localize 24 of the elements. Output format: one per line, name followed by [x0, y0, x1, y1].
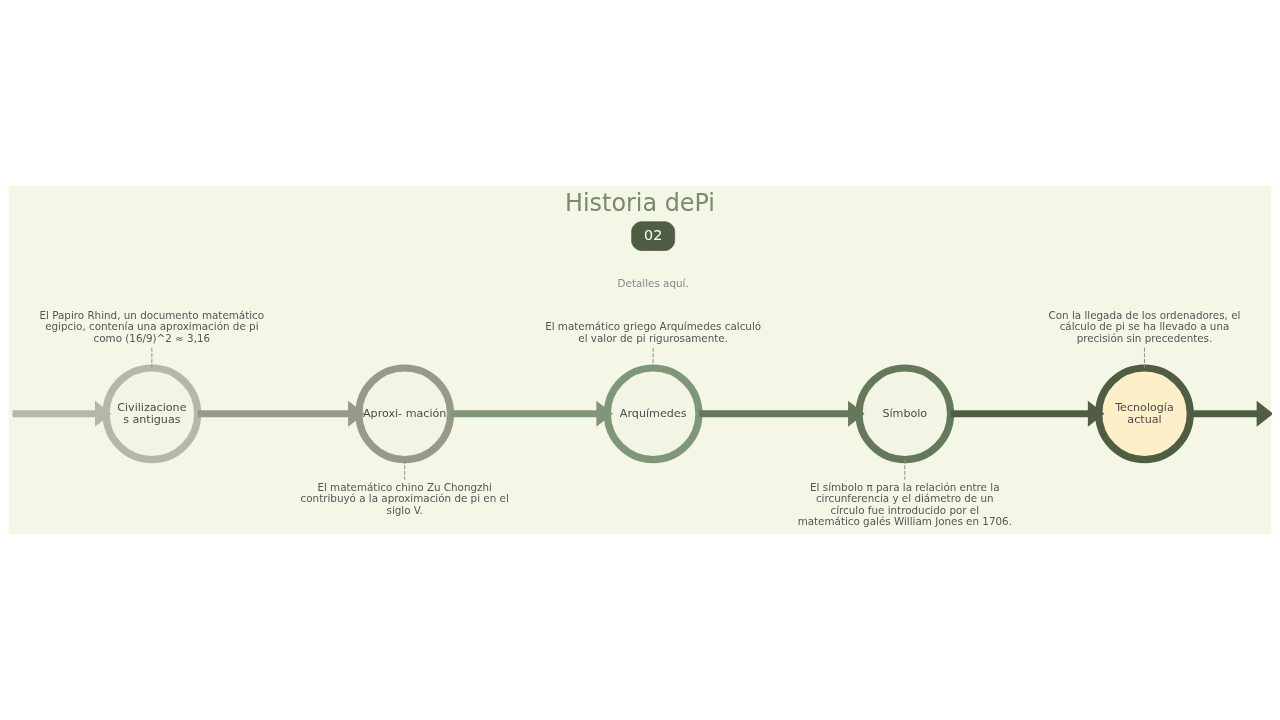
- arrow: [197, 400, 365, 427]
- node-text: Con la llegada de los ordenadores, el cálculo de pi se ha llevado a una precisión sin precedentes.: [1048, 309, 1241, 344]
- node-circle: Civilizacione s antiguas: [102, 364, 202, 464]
- node-circle: Aproxi- mación: [355, 364, 455, 464]
- diagram-title: Historia dePi: [564, 189, 716, 218]
- connector: [904, 459, 906, 481]
- label: 02: [644, 226, 663, 243]
- arrow: [699, 400, 865, 427]
- connector: [1144, 347, 1145, 369]
- connector: [151, 347, 153, 369]
- node-circle: Tecnología actual: [1095, 364, 1194, 464]
- node-circle: Arquímedes: [603, 364, 703, 464]
- arrow: [950, 400, 1105, 427]
- arrow: [450, 400, 613, 427]
- connector: [652, 347, 654, 369]
- node-text: El matemático chino Zu Chongzhi contribuyó a la aproximación de pi en el siglo V.: [300, 481, 509, 516]
- node-text: El símbolo π para la relación entre la circunferencia y el diámetro de un círculo fue introducido por el matemático galés William Jones en 1706.: [797, 481, 1012, 527]
- arrow: [12, 400, 112, 427]
- node-circle: Símbolo: [855, 364, 955, 464]
- node-text: El matemático griego Arquímedes calculó el valor de pi rigurosamente.: [545, 320, 762, 344]
- label: Detalles aquí.: [617, 277, 689, 290]
- node-text: El Papiro Rhind, un documento matemático egipcio, contenía una aproximación de pi como (16/9)^2 ≈ 3,16: [39, 309, 265, 344]
- connector: [404, 459, 406, 481]
- arrow: [1190, 400, 1272, 427]
